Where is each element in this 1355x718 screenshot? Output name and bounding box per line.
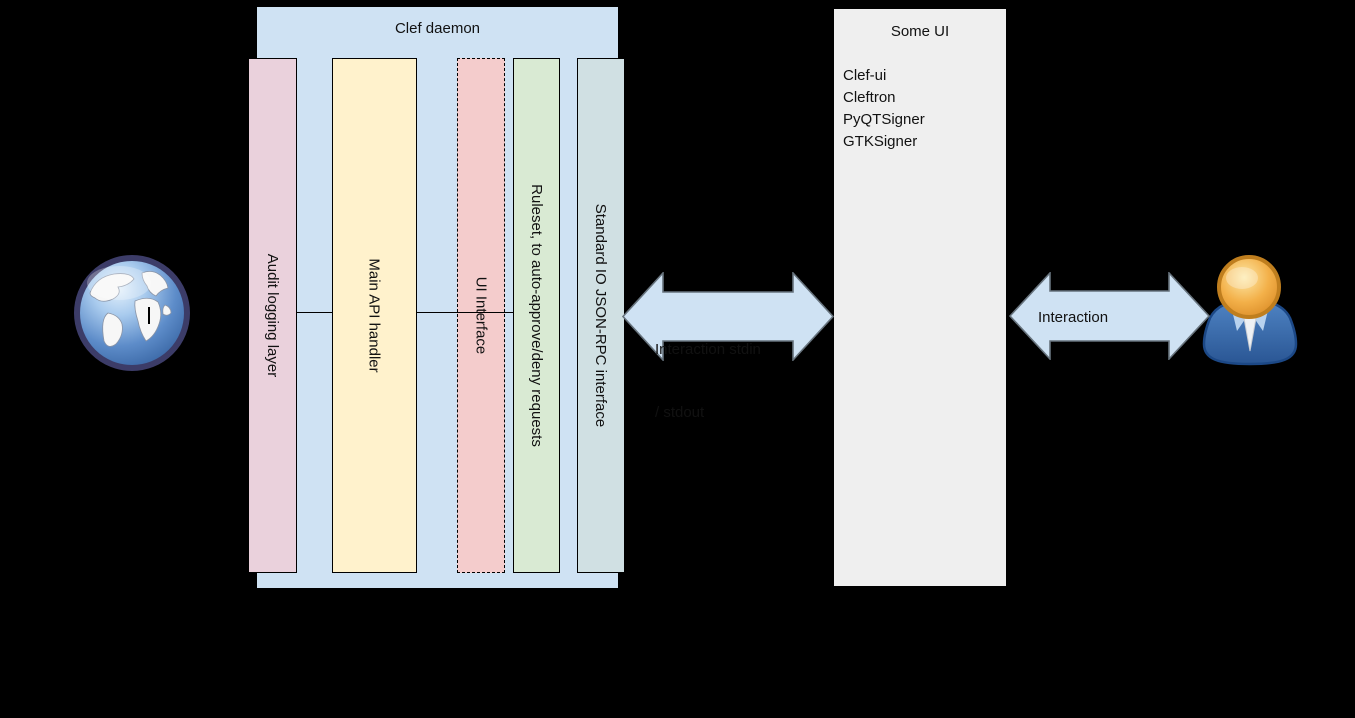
bar-ui-interface: UI Interface	[457, 58, 505, 573]
some-ui-list: Clef-ui Cleftron PyQTSigner GTKSigner	[843, 65, 925, 153]
bar-label: Main API handler	[366, 258, 383, 373]
clef-daemon-title: Clef daemon	[394, 20, 481, 37]
bar-label: Standard IO JSON-RPC interface	[592, 203, 610, 428]
some-ui-box: Some UI Clef-ui Cleftron PyQTSigner GTKS…	[833, 8, 1007, 587]
list-item: Clef-ui	[843, 67, 887, 84]
bar-label: UI Interface	[472, 276, 490, 355]
stdio-arrow-label-line1: Interaction stdin	[655, 341, 761, 358]
globe-icon	[74, 255, 190, 371]
list-item: PyQTSigner	[843, 111, 925, 128]
bar-stdio-jsonrpc-interface: Standard IO JSON-RPC interface	[577, 58, 625, 573]
list-item: Cleftron	[843, 89, 896, 106]
stdio-interaction-arrow	[622, 272, 834, 361]
bar-ruleset: Ruleset, to auto-approve/deny requests	[513, 58, 560, 573]
some-ui-title: Some UI	[890, 23, 950, 40]
clef-daemon-container: Clef daemon	[257, 7, 618, 588]
stdio-arrow-label-line2: / stdout	[655, 404, 705, 421]
bar-audit-logging-layer: Audit logging layer	[248, 58, 297, 573]
connector-line	[417, 312, 513, 313]
bar-main-api-handler: Main API handler	[332, 58, 417, 573]
bar-label: Audit logging layer	[264, 253, 282, 378]
person-icon	[1202, 255, 1298, 366]
bar-label: Ruleset, to auto-approve/deny requests	[528, 184, 546, 447]
user-interaction-arrow	[1009, 272, 1210, 360]
globe-cursor-line	[148, 307, 150, 324]
stdio-arrow-label: Interaction stdin / stdout	[655, 297, 761, 465]
list-item: GTKSigner	[843, 133, 918, 150]
user-arrow-label: Interaction	[1038, 309, 1109, 326]
connector-line	[297, 312, 332, 313]
